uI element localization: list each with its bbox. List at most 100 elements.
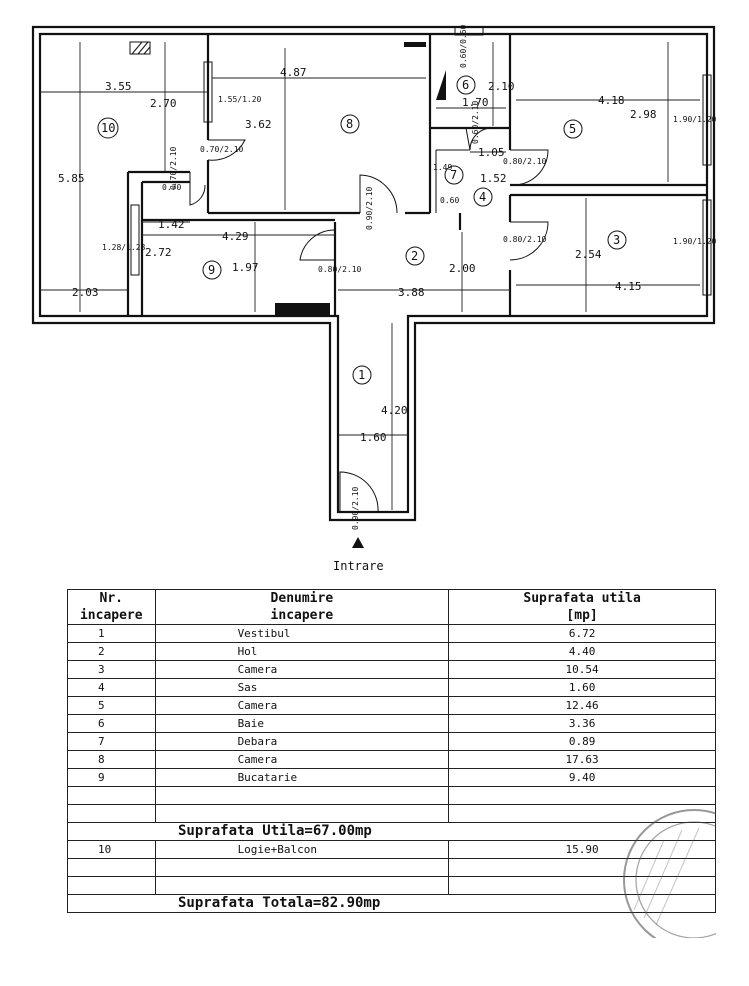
cell-name: Hol (154, 642, 450, 661)
window-label: 1.28/1.28 (102, 243, 146, 252)
floor-plan: 3.55 2.70 4.87 5.85 3.62 1.42 4.29 2.72 … (31, 24, 717, 573)
dim-label: 0.60 (440, 196, 459, 205)
cell-nr: 1 (67, 624, 156, 643)
official-stamp (604, 800, 716, 938)
cell-nr: 10 (67, 840, 156, 859)
cell-nr: 3 (67, 660, 156, 679)
dim-label: 2.98 (630, 108, 657, 121)
cell-area: 10.54 (448, 660, 716, 679)
dim-label: 2.10 (488, 80, 515, 93)
cell-area: 4.40 (448, 642, 716, 661)
dim-label: 2.03 (72, 286, 99, 299)
room-number: 2 (411, 249, 418, 263)
header-name-line1: Denumire (270, 591, 334, 606)
dim-label: 3.55 (105, 80, 132, 93)
dim-label: 0.70 (162, 183, 181, 192)
cell-area: 17.63 (448, 750, 716, 769)
door-label: 0.70/2.10 (169, 146, 178, 190)
table-header-row: Nr. incapere Denumire incapere Suprafata… (67, 589, 716, 625)
room-area-table: Nr. incapere Denumire incapere Suprafata… (67, 589, 716, 939)
room-number: 1 (358, 368, 365, 382)
radiator-fixture (275, 303, 330, 315)
room-number: 10 (101, 121, 115, 135)
header-nr: Nr. incapere (67, 589, 156, 625)
cell-area: 0.89 (448, 732, 716, 751)
room-number: 6 (462, 78, 469, 92)
header-area-line1: Suprafata utila (523, 591, 641, 606)
header-area-line2: [mp] (566, 608, 598, 623)
cell-name: Sas (154, 678, 450, 697)
summary-total: Suprafata Totala=82.90mp (67, 894, 716, 913)
room-number: 7 (450, 168, 457, 182)
dim-label: 1.42 (158, 218, 185, 231)
dim-label: 2.54 (575, 248, 602, 261)
door-swings (189, 127, 549, 513)
fixture (404, 42, 426, 47)
door-label: 0.70/2.10 (200, 145, 244, 154)
cell-name: Vestibul (154, 624, 450, 643)
door-label: 0.90/2.10 (365, 186, 374, 230)
cell-nr: 9 (67, 768, 156, 787)
cell-nr: 8 (67, 750, 156, 769)
room-markers: 1 2 3 4 5 6 7 8 9 10 (97, 75, 627, 385)
dimension-labels: 3.55 2.70 4.87 5.85 3.62 1.42 4.29 2.72 … (58, 66, 657, 444)
room-number: 3 (613, 233, 620, 247)
header-name: Denumire incapere (154, 589, 450, 625)
window-labels: 1.55/1.20 1.28/1.28 1.90/1.20 1.90/1.20 … (102, 24, 717, 252)
door-label: 0.80/2.10 (503, 157, 547, 166)
dim-label: 2.72 (145, 246, 172, 259)
fixture (436, 70, 446, 100)
cell-area: 1.60 (448, 678, 716, 697)
cell-name: Logie+Balcon (154, 840, 450, 859)
door-label: 0.80/2.10 (503, 235, 547, 244)
dimension-lines (40, 42, 700, 510)
dim-label: 5.85 (58, 172, 85, 185)
summary-useful-row: Suprafata Utila=67.00mp (67, 822, 716, 841)
entrance-arrow-icon (352, 537, 364, 548)
header-nr-line1: Nr. (99, 591, 124, 606)
dim-label: 1.05 (478, 146, 505, 159)
cell-area: 12.46 (448, 696, 716, 715)
window-label: 1.90/1.20 (673, 237, 717, 246)
cell-nr: 2 (67, 642, 156, 661)
entrance-label: Intrare (333, 559, 384, 573)
header-nr-line2: incapere (79, 608, 143, 623)
dim-label: 1.97 (232, 261, 259, 274)
cell-area: 9.40 (448, 768, 716, 787)
door-label: 0.60/2.10 (471, 100, 480, 144)
room-number: 4 (479, 190, 486, 204)
room-number: 8 (346, 117, 353, 131)
dim-label: 3.62 (245, 118, 272, 131)
summary-total-row: Suprafata Totala=82.90mp (67, 894, 716, 913)
summary-useful: Suprafata Utila=67.00mp (67, 822, 716, 841)
cell-name: Baie (154, 714, 450, 733)
cell-name: Camera (154, 660, 450, 679)
cell-nr: 6 (67, 714, 156, 733)
dim-label: 2.00 (449, 262, 476, 275)
dim-label: 1.52 (480, 172, 507, 185)
cell-name: Camera (154, 696, 450, 715)
cell-area: 6.72 (448, 624, 716, 643)
hatching (131, 41, 151, 55)
cell-name: Debara (154, 732, 450, 751)
window-label: 1.55/1.20 (218, 95, 262, 104)
dim-label: 4.87 (280, 66, 307, 79)
dim-label: 4.15 (615, 280, 642, 293)
room-number: 9 (208, 263, 215, 277)
dim-label: 4.20 (381, 404, 408, 417)
door-labels: 0.70/2.10 0.90/2.10 0.80/2.10 0.80/2.10 … (169, 100, 547, 530)
cell-name: Bucatarie (154, 768, 450, 787)
cell-name: Camera (154, 750, 450, 769)
cell-area: 3.36 (448, 714, 716, 733)
hatched-block (129, 41, 151, 55)
dim-label: 4.18 (598, 94, 625, 107)
interior-walls (126, 34, 707, 316)
dim-label: 1.70 (462, 96, 489, 109)
cell-nr: 5 (67, 696, 156, 715)
